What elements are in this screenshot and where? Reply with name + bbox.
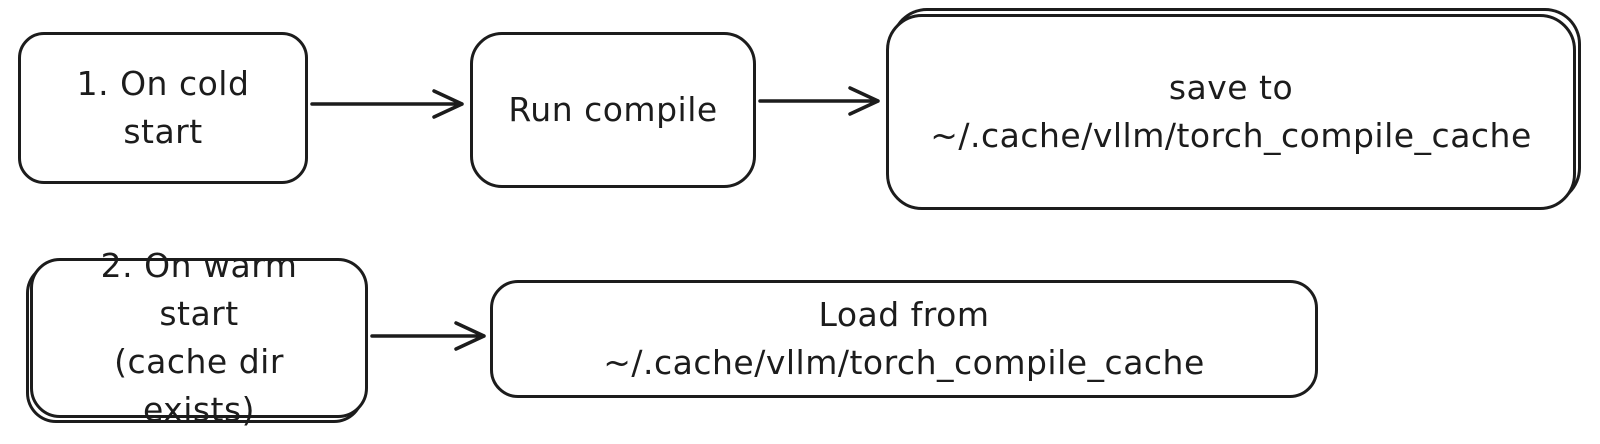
node-run-compile-label: Run compile bbox=[508, 90, 718, 130]
node-cold-start-label: 1. On cold start bbox=[76, 64, 250, 151]
node-load-cache-label: Load from ~/.cache/vllm/torch_compile_ca… bbox=[603, 295, 1205, 382]
arrow-compile-to-save bbox=[758, 86, 880, 116]
node-warm-start: 2. On warm start (cache dir exists) bbox=[30, 246, 368, 429]
node-warm-start-label: 2. On warm start (cache dir exists) bbox=[100, 246, 298, 429]
arrow-warm-to-load bbox=[370, 321, 486, 351]
node-save-cache: save to ~/.cache/vllm/torch_compile_cach… bbox=[886, 14, 1576, 210]
node-load-cache: Load from ~/.cache/vllm/torch_compile_ca… bbox=[490, 280, 1318, 398]
node-save-cache-label: save to ~/.cache/vllm/torch_compile_cach… bbox=[930, 68, 1532, 155]
node-cold-start: 1. On cold start bbox=[18, 32, 308, 184]
node-run-compile: Run compile bbox=[470, 32, 756, 188]
arrow-cold-to-compile bbox=[310, 89, 464, 119]
